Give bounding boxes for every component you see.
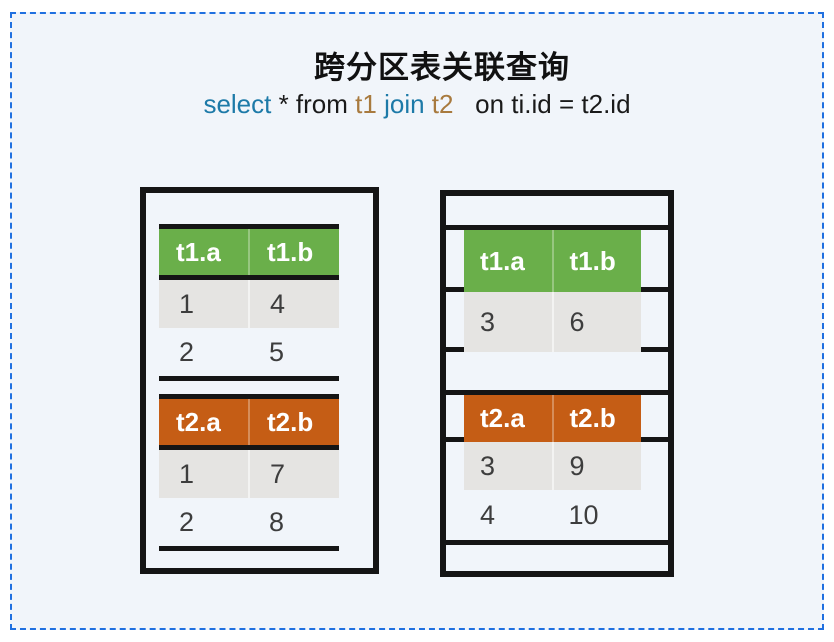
sql-space (377, 89, 384, 119)
stripe-line (446, 390, 668, 395)
table-t1-left: t1.a t1.b 1 4 2 5 (159, 224, 339, 381)
header-cell: t2.b (248, 399, 339, 445)
header-cell: t2.b (551, 395, 642, 442)
table-t2-right-header: t2.a t2.b (464, 395, 641, 442)
table-border-line (159, 546, 339, 551)
table-row: 2 5 (159, 328, 339, 376)
table-row: 1 4 (159, 280, 339, 328)
table-border-line (159, 394, 339, 399)
table-cell: 1 (179, 458, 195, 489)
table-row: 3 9 (464, 442, 641, 490)
table-row: 3 6 (464, 292, 641, 352)
page-title-text: 跨分区表关联查询 (314, 50, 570, 85)
sql-plain-star-from: * from (271, 89, 356, 119)
table-t1-right-header: t1.a t1.b (464, 230, 641, 292)
dashed-frame: 跨分区表关联查询 select * from t1 join t2 on ti.… (10, 12, 824, 630)
header-cell: t2.a (176, 406, 221, 437)
page-title: 跨分区表关联查询 (12, 42, 822, 87)
table-row: 2 8 (159, 498, 339, 546)
table-cell: 7 (248, 450, 339, 498)
table-cell: 3 (480, 306, 496, 337)
table-border-line (159, 224, 339, 229)
table-cell: 10 (568, 499, 599, 530)
header-cell: t1.b (248, 229, 339, 275)
table-cell: 2 (179, 506, 195, 537)
table-border-line (159, 445, 339, 450)
table-cell: 2 (179, 336, 195, 367)
table-cell: 1 (179, 288, 195, 319)
table-row: 4 10 (464, 490, 641, 540)
table-border-line (159, 376, 339, 381)
partition-box-left: t1.a t1.b 1 4 2 5 t2.a t2.b (140, 187, 379, 574)
sql-query: select * from t1 join t2 on ti.id = t2.i… (12, 89, 822, 120)
table-row: 1 7 (159, 450, 339, 498)
stripe-line (446, 225, 668, 230)
sql-plain-on-clause: on ti.id = t2.id (453, 89, 631, 119)
sql-table-t1: t1 (355, 89, 377, 119)
partition-box-right: t1.a t1.b 3 6 t2.a t2.b 3 9 4 10 (440, 190, 674, 577)
table-cell: 4 (480, 499, 496, 530)
header-cell: t1.a (176, 236, 221, 267)
table-cell: 6 (551, 292, 642, 352)
table-cell: 4 (248, 280, 339, 328)
sql-keyword-select: select (203, 89, 272, 119)
table-cell: 9 (551, 442, 642, 490)
header-cell: t1.a (480, 245, 525, 276)
table-t2-left-header: t2.a t2.b (159, 399, 339, 445)
table-t1-left-header: t1.a t1.b (159, 229, 339, 275)
stripe-line (446, 540, 668, 545)
sql-table-t2: t2 (431, 89, 454, 119)
sql-keyword-join: join (384, 89, 425, 119)
table-border-line (159, 275, 339, 280)
header-cell: t2.a (480, 403, 525, 433)
header-cell: t1.b (551, 230, 642, 292)
table-cell: 5 (269, 336, 285, 367)
table-t2-left: t2.a t2.b 1 7 2 8 (159, 394, 339, 551)
table-cell: 3 (480, 450, 496, 481)
sql-space (425, 89, 432, 119)
table-cell: 8 (269, 506, 285, 537)
